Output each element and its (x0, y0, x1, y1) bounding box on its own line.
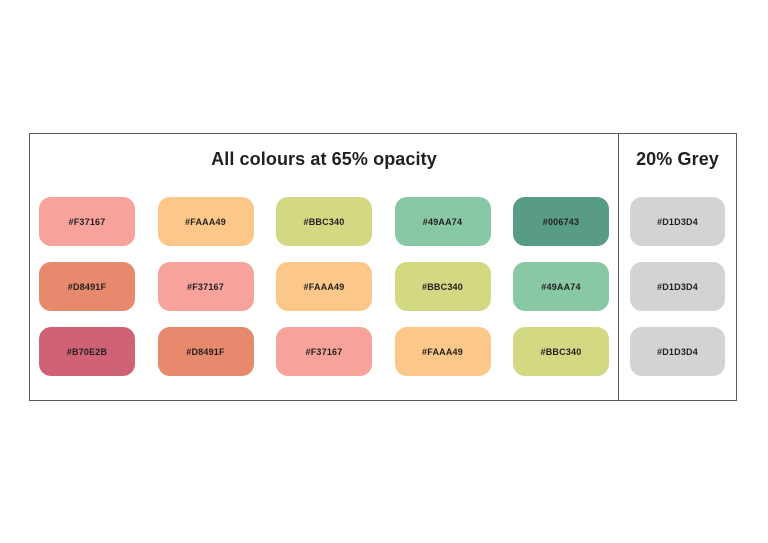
swatch-hex-label: #BBC340 (303, 216, 345, 227)
palette-panel: All colours at 65% opacity #F37167 #FAAA… (29, 133, 737, 401)
swatch-hex-label: #FAAA49 (185, 216, 226, 227)
swatch-hex-label: #D8491F (67, 281, 107, 292)
swatch-row: #D1D3D4 (630, 197, 725, 246)
grey-swatch: #D1D3D4 (630, 262, 725, 311)
swatch-row: #B70E2B #D8491F #F37167 #FAAA49 #BBC340 (39, 327, 609, 376)
grey-section-title: 20% Grey (636, 149, 719, 169)
colour-swatch: #D8491F (157, 327, 254, 376)
swatch-hex-label: #FAAA49 (303, 281, 345, 292)
grey-swatch: #D1D3D4 (630, 197, 725, 246)
colours-section-title: All colours at 65% opacity (211, 149, 437, 169)
grey-swatch-column: #D1D3D4 #D1D3D4 #D1D3D4 (630, 197, 725, 376)
colour-swatch: #006743 (513, 197, 609, 246)
swatch-hex-label: #D1D3D4 (657, 346, 698, 357)
colour-swatch-grid: #F37167 #FAAA49 #BBC340 #49AA74 #006743 (39, 197, 609, 376)
colours-section: All colours at 65% opacity #F37167 #FAAA… (30, 134, 619, 400)
swatch-hex-label: #FAAA49 (422, 346, 463, 357)
colour-swatch: #F37167 (276, 327, 372, 376)
swatch-hex-label: #F37167 (187, 281, 224, 292)
colour-swatch: #FAAA49 (276, 262, 372, 311)
swatch-hex-label: #F37167 (305, 346, 343, 357)
swatch-hex-label: #D1D3D4 (657, 281, 698, 292)
swatch-hex-label: #49AA74 (541, 281, 581, 292)
colour-swatch: #F37167 (157, 262, 254, 311)
colour-swatch: #49AA74 (394, 197, 491, 246)
swatch-hex-label: #D8491F (186, 346, 225, 357)
colour-swatch: #D8491F (39, 262, 135, 311)
swatch-row: #D1D3D4 (630, 262, 725, 311)
colour-swatch: #F37167 (39, 197, 135, 246)
swatch-hex-label: #D1D3D4 (657, 216, 698, 227)
swatch-hex-label: #B70E2B (66, 346, 108, 357)
swatch-row: #F37167 #FAAA49 #BBC340 #49AA74 #006743 (39, 197, 609, 246)
colour-swatch: #B70E2B (39, 327, 135, 376)
swatch-hex-label: #BBC340 (422, 281, 463, 292)
colour-swatch: #BBC340 (276, 197, 372, 246)
colour-swatch: #BBC340 (513, 327, 609, 376)
colour-swatch: #49AA74 (513, 262, 609, 311)
swatch-hex-label: #49AA74 (422, 216, 463, 227)
colour-swatch: #FAAA49 (157, 197, 254, 246)
swatch-hex-label: #BBC340 (540, 346, 582, 357)
grey-section: 20% Grey #D1D3D4 #D1D3D4 #D1D3D4 (619, 134, 736, 400)
colour-swatch: #FAAA49 (394, 327, 491, 376)
swatch-row: #D8491F #F37167 #FAAA49 #BBC340 #49AA74 (39, 262, 609, 311)
swatch-hex-label: #006743 (542, 216, 580, 227)
swatch-row: #D1D3D4 (630, 327, 725, 376)
grey-swatch: #D1D3D4 (630, 327, 725, 376)
colour-swatch: #BBC340 (394, 262, 491, 311)
swatch-hex-label: #F37167 (68, 216, 106, 227)
